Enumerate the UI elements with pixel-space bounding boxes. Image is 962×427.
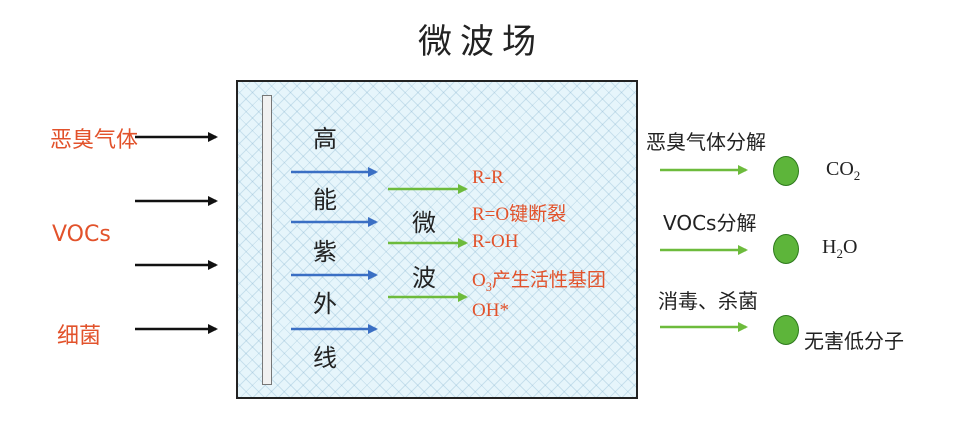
uv-label-char-1: 高 [313, 125, 337, 153]
microwave-chamber [236, 80, 638, 399]
product-co2: CO2 [826, 158, 861, 183]
reaction-r-o-bond-break: R=O键断裂 [472, 204, 567, 225]
product-h2o: H2O [822, 236, 858, 261]
reaction-oh-radical: OH* [472, 300, 509, 321]
reaction-r-oh: R-OH [472, 231, 519, 252]
output-label-odor-decomp: 恶臭气体分解 [646, 130, 766, 154]
input-label-vocs: VOCs [52, 222, 111, 247]
output-label-vocs-decomp: VOCs分解 [663, 211, 757, 235]
input-label-bacteria: 细菌 [57, 324, 102, 349]
product-dot-harmless [773, 315, 799, 345]
product-harmless-small-molecules: 无害低分子 [804, 329, 904, 353]
diagram-title: 微波场 [418, 22, 544, 62]
product-dot-h2o [773, 234, 799, 264]
uv-label-char-4: 外 [313, 290, 337, 318]
product-dot-co2 [773, 156, 799, 186]
uv-lamp-tube [262, 95, 272, 385]
input-label-odor: 恶臭气体 [50, 128, 139, 153]
reaction-ozone-radicals: O3产生活性基团 [472, 270, 606, 294]
microwave-label-char-2: 波 [412, 264, 436, 292]
uv-label-char-3: 紫 [313, 238, 337, 266]
reaction-r-r: R-R [472, 167, 504, 188]
uv-label-char-2: 能 [313, 186, 337, 214]
output-label-disinfect: 消毒、杀菌 [658, 289, 758, 313]
uv-label-char-5: 线 [313, 344, 337, 372]
microwave-label-char-1: 微 [412, 209, 436, 237]
